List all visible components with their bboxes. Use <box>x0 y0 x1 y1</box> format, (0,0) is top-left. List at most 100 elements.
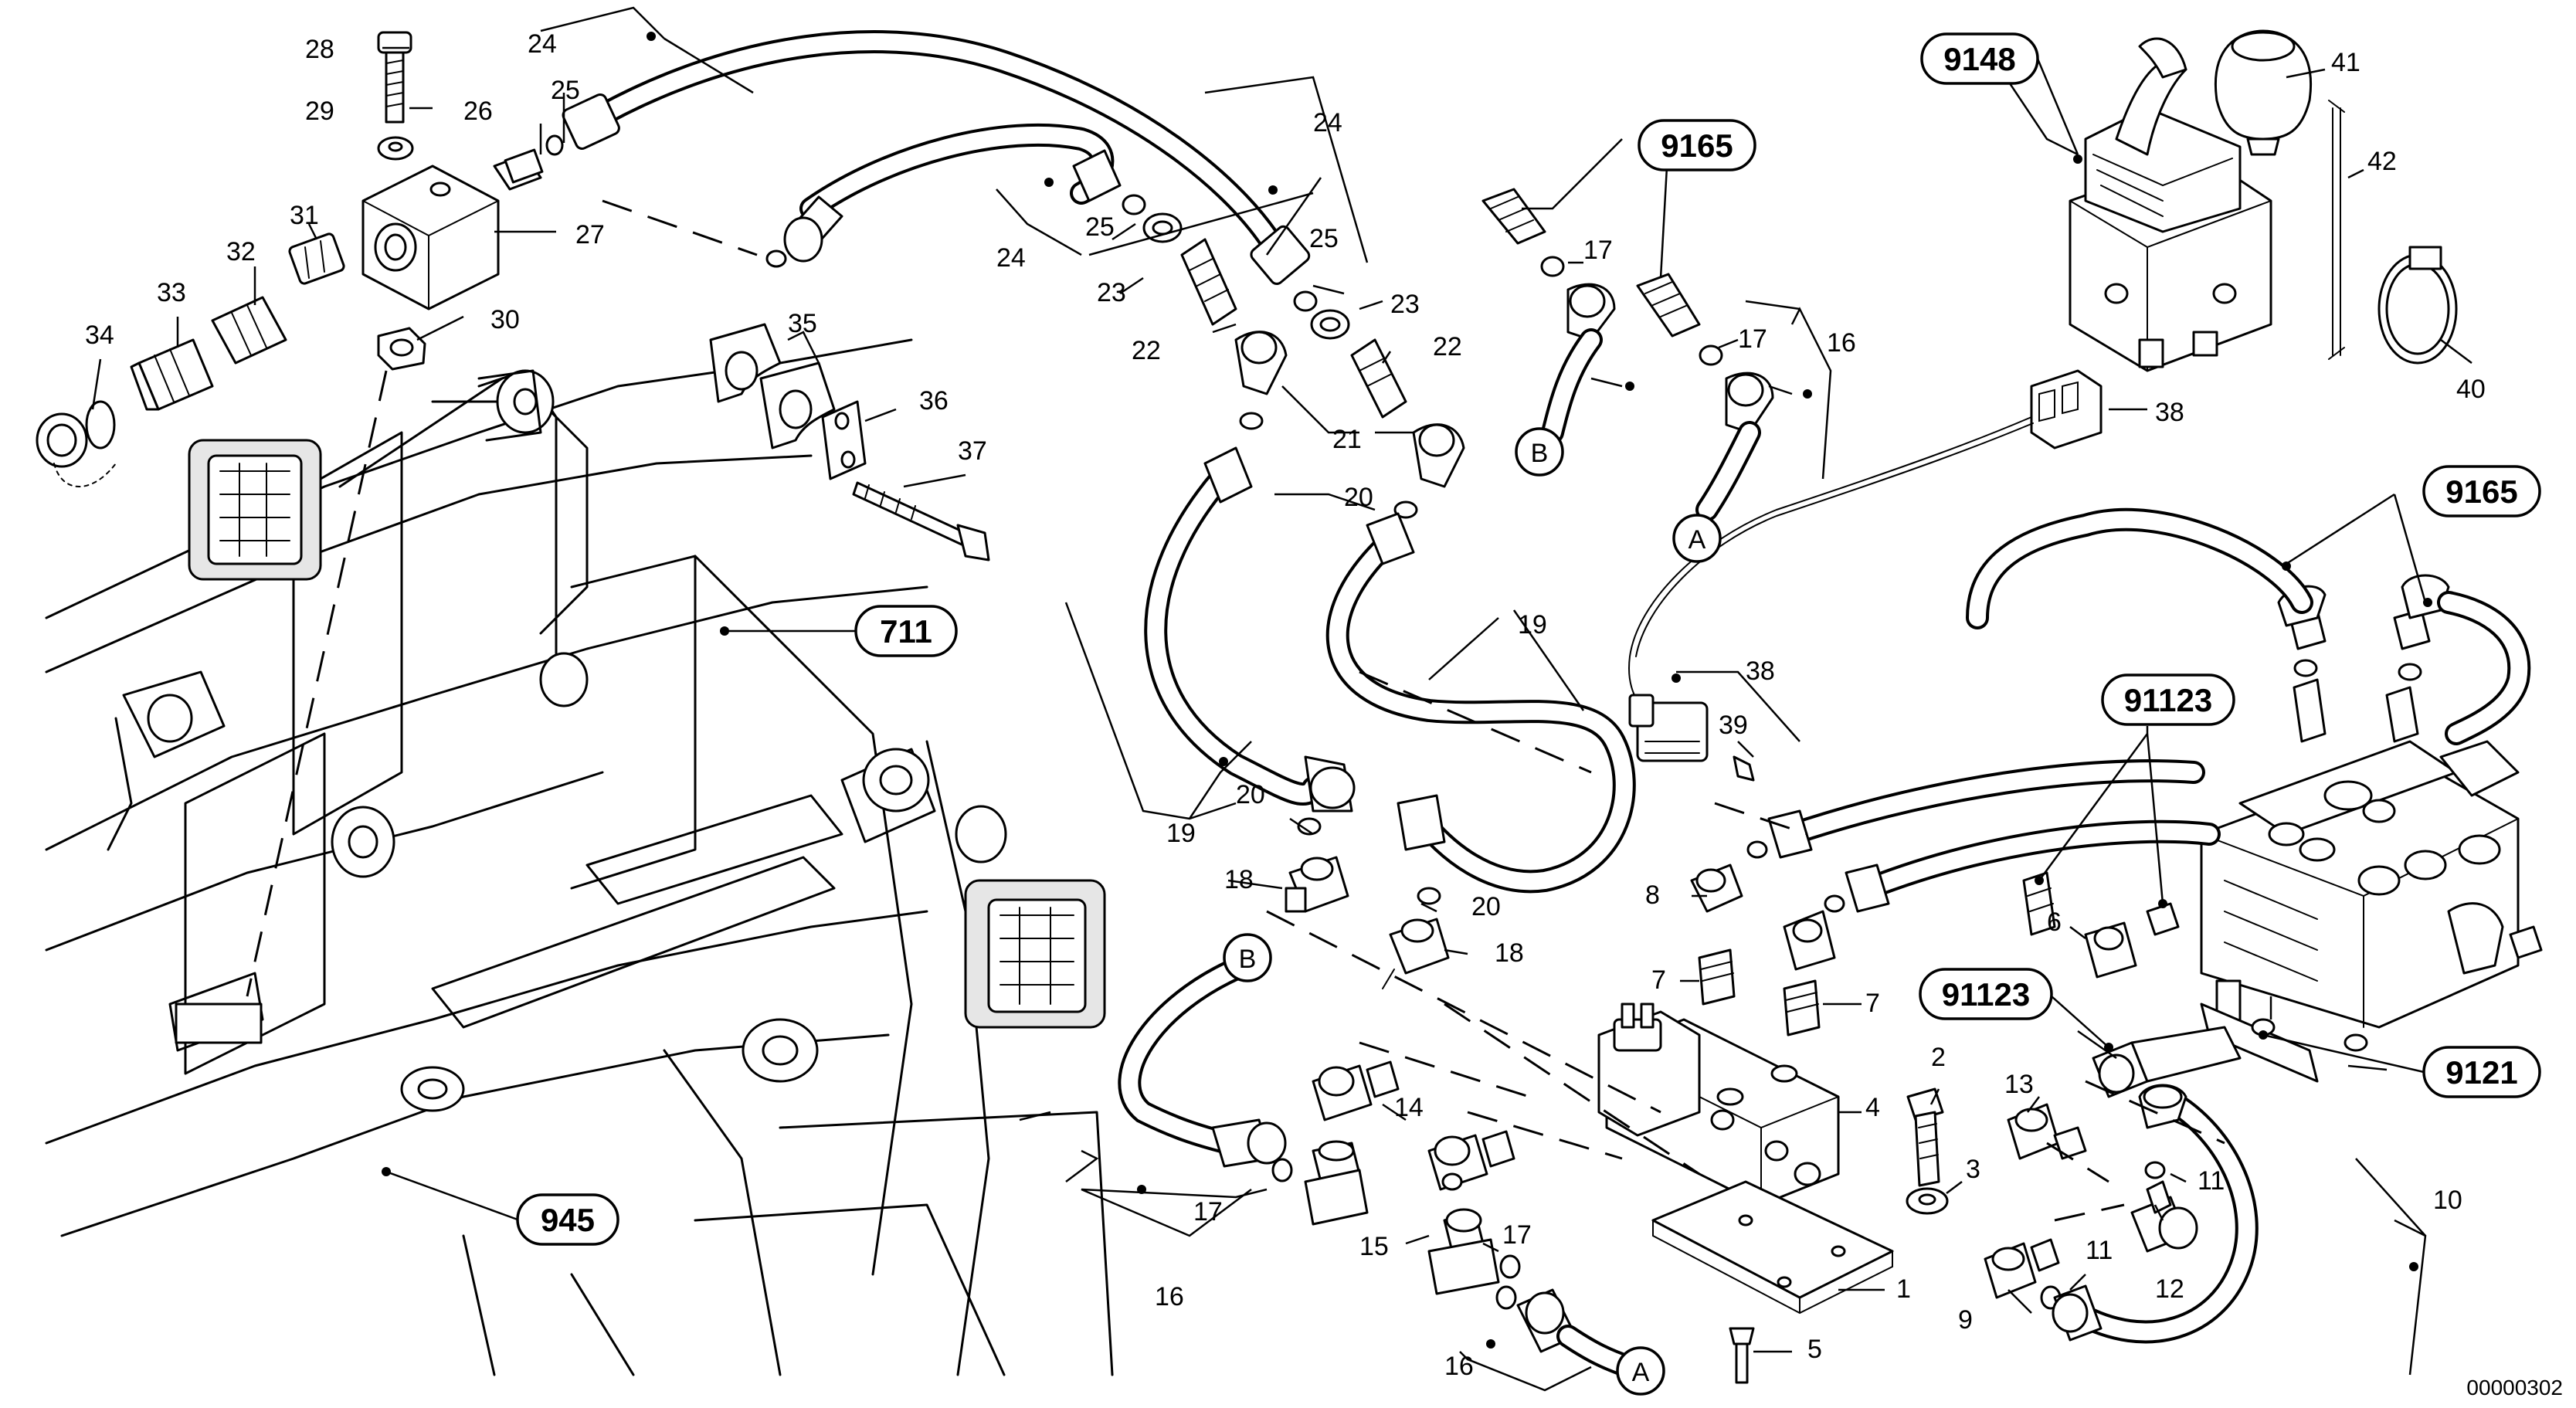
pn-7b: 7 <box>1865 989 1880 1018</box>
pn-10: 10 <box>2433 1186 2462 1215</box>
work-light-left <box>188 439 322 581</box>
connection-a-lower: A <box>1616 1346 1665 1396</box>
pn-7a: 7 <box>1651 965 1666 995</box>
pn-8: 8 <box>1645 880 1660 910</box>
callout-91123-lower: 91123 <box>1919 968 2053 1020</box>
loader-frame <box>45 338 1114 1376</box>
part-number-labels: 1 2 3 4 5 6 7 7 8 9 10 11 11 12 13 14 15… <box>85 29 2486 1381</box>
tee-18b <box>1382 918 1450 989</box>
pn-25c: 25 <box>1309 224 1339 253</box>
oring-17b <box>1495 1285 1517 1310</box>
pn-29: 29 <box>305 97 334 126</box>
svg-text:B: B <box>1239 945 1257 974</box>
callout-945: 945 <box>516 1193 619 1246</box>
plate-1 <box>1651 1180 1894 1315</box>
hose-24-upper <box>562 30 1311 285</box>
pn-19b: 19 <box>1166 819 1196 848</box>
pn-32: 32 <box>226 237 256 266</box>
clamp-35 <box>709 323 836 450</box>
fitting-31 <box>288 232 345 285</box>
pn-20a: 20 <box>1344 483 1373 512</box>
washer-23b <box>1310 309 1350 340</box>
pn-20b: 20 <box>1236 780 1265 809</box>
oring-11a <box>2144 1161 2166 1179</box>
pn-22b: 22 <box>1433 332 1462 361</box>
svg-text:711: 711 <box>880 613 932 650</box>
connection-a-upper: A <box>1672 514 1722 563</box>
svg-text:9148: 9148 <box>1943 41 2015 77</box>
oring-20d <box>1417 887 1441 905</box>
pn-17d: 17 <box>1502 1220 1532 1250</box>
hose-19-left <box>1144 446 1356 813</box>
oring-25c <box>1293 290 1318 312</box>
pn-19a: 19 <box>1518 610 1547 640</box>
coupling-33 <box>130 338 214 411</box>
pn-17a: 17 <box>1583 236 1613 265</box>
elbow-6 <box>2084 921 2137 979</box>
bolt-2 <box>1906 1087 1944 1187</box>
pn-20c: 20 <box>1471 892 1501 921</box>
pn-38b: 38 <box>1746 657 1775 686</box>
pn-14: 14 <box>1394 1093 1424 1122</box>
connector-38 <box>1628 369 2103 711</box>
block-27 <box>361 165 500 310</box>
fitting-15a <box>1304 1140 1369 1226</box>
svg-text:A: A <box>1632 1358 1650 1387</box>
elbow-8b <box>1783 910 1836 971</box>
fittings-7 <box>1698 948 1821 1036</box>
clip-40 <box>2377 246 2458 365</box>
tee-12 <box>2130 1180 2198 1253</box>
oring-17-lower-left <box>1271 1158 1293 1182</box>
pn-41: 41 <box>2331 48 2360 77</box>
svg-text:91123: 91123 <box>2124 682 2212 718</box>
hoses-9165-right <box>1746 507 2531 913</box>
hose-b-lower <box>1118 954 1287 1168</box>
svg-text:A: A <box>1688 525 1706 555</box>
connection-b-lower: B <box>1223 933 1272 982</box>
work-light-right <box>964 879 1106 1029</box>
hose-10 <box>2052 1084 2259 1344</box>
pn-23a: 23 <box>1097 278 1126 307</box>
pn-35: 35 <box>788 309 817 338</box>
tee-9 <box>1984 1238 2060 1299</box>
pn-24b: 24 <box>1313 108 1342 137</box>
bolt-37 <box>852 481 990 562</box>
tee-14a <box>1312 1060 1400 1121</box>
solenoid-valve-4 <box>1597 1003 1840 1206</box>
svg-text:9121: 9121 <box>2445 1054 2517 1091</box>
pn-38a: 38 <box>2155 398 2184 427</box>
pn-33: 33 <box>157 278 186 307</box>
pn-11a: 11 <box>2198 1166 2225 1196</box>
callout-91123-upper: 91123 <box>2101 673 2235 726</box>
screw-5 <box>1729 1327 1755 1384</box>
svg-text:9165: 9165 <box>2445 473 2517 510</box>
pn-37: 37 <box>958 436 987 466</box>
pn-17c: 17 <box>1193 1197 1223 1226</box>
pn-6: 6 <box>2047 908 2062 937</box>
pn-39: 39 <box>1719 711 1748 740</box>
hose-a-lower <box>1516 1288 1641 1379</box>
knob-41 <box>2215 29 2312 156</box>
pn-9: 9 <box>1958 1305 1973 1335</box>
callout-9121: 9121 <box>2422 1046 2541 1098</box>
oring-20c <box>1297 817 1322 836</box>
pn-27: 27 <box>575 220 605 249</box>
plug-39 <box>1628 694 1755 782</box>
oring-20b <box>1393 500 1418 519</box>
oring-20a <box>1239 412 1264 430</box>
pn-2: 2 <box>1931 1043 1946 1072</box>
pn-21: 21 <box>1332 425 1362 454</box>
plate-36 <box>821 400 867 480</box>
washer-3 <box>1906 1187 1949 1215</box>
oring-17a <box>1499 1254 1521 1279</box>
fitting-22b <box>1350 338 1407 419</box>
svg-text:945: 945 <box>541 1202 595 1238</box>
pn-22a: 22 <box>1132 336 1161 365</box>
pn-16b: 16 <box>1155 1282 1184 1311</box>
pn-15: 15 <box>1359 1232 1389 1261</box>
dashed-lines <box>246 199 2225 1222</box>
callout-9148: 9148 <box>1920 32 2039 85</box>
pn-24a: 24 <box>528 29 557 59</box>
fitting-15b <box>1427 1208 1500 1295</box>
